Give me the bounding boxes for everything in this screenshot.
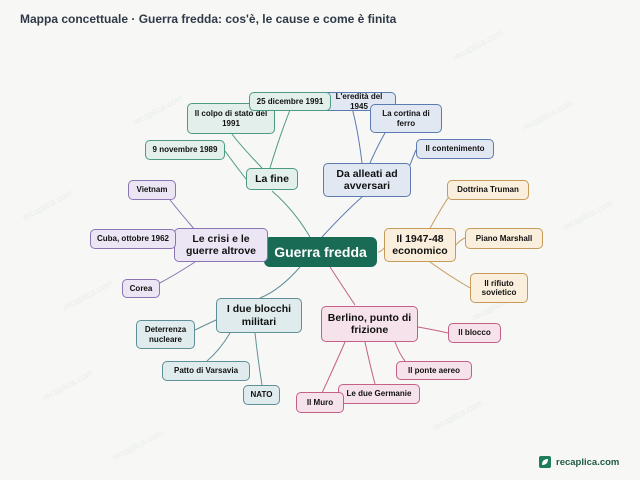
alleati-child[interactable]: Il contenimento: [416, 139, 494, 159]
edge-berlino-child-1: [417, 326, 449, 334]
edge-root-blocchi: [259, 266, 301, 299]
berlino-child[interactable]: Il Muro: [296, 392, 344, 413]
leaf-icon: [539, 456, 551, 468]
edge-root-economico: [377, 247, 385, 253]
edge-root-alleati: [321, 196, 363, 238]
edge-alleati-child-2: [369, 132, 386, 164]
edge-berlino-child-3: [364, 341, 376, 385]
blocchi-child[interactable]: NATO: [243, 385, 280, 405]
economico-child[interactable]: Il rifiuto sovietico: [470, 273, 528, 303]
brand-logo[interactable]: recaplica.com: [539, 456, 619, 468]
alleati-child[interactable]: La cortina di ferro: [370, 104, 442, 133]
edge-blocchi-child-2: [206, 332, 231, 362]
edge-root-berlino: [329, 266, 356, 306]
economico-child[interactable]: Dottrina Truman: [447, 180, 529, 200]
edge-economico-child-2: [455, 237, 466, 246]
blocchi-child[interactable]: Patto di Varsavia: [162, 361, 250, 381]
edge-economico-child-3: [429, 261, 471, 289]
brand-name: recaplica.com: [556, 456, 620, 468]
economico-child[interactable]: Piano Marshall: [465, 228, 543, 249]
branch-da-alleati-ad-avversari[interactable]: Da alleati ad avversari: [323, 163, 411, 197]
la-fine-child[interactable]: 25 dicembre 1991: [249, 92, 331, 111]
root-node[interactable]: Guerra fredda: [264, 237, 377, 267]
edge-alleati-child-1: [351, 107, 363, 164]
edge-la-fine-child-3: [224, 150, 247, 180]
edge-crisi-child-3: [157, 261, 196, 285]
edge-berlino-child-4: [321, 341, 346, 394]
edge-crisi-child-1: [169, 199, 196, 231]
edge-berlino-child-2: [394, 341, 406, 362]
la-fine-child[interactable]: 9 novembre 1989: [145, 140, 225, 160]
page-title: Mappa concettuale · Guerra fredda: cos'è…: [20, 12, 397, 26]
crisi-child[interactable]: Cuba, ottobre 1962: [90, 229, 176, 249]
branch-berlino-punto-di-frizione[interactable]: Berlino, punto di frizione: [321, 306, 418, 342]
crisi-child[interactable]: Corea: [122, 279, 160, 298]
edge-economico-child-1: [427, 197, 449, 233]
berlino-child[interactable]: Le due Germanie: [338, 384, 420, 404]
branch-la-fine[interactable]: La fine: [246, 168, 298, 190]
edge-la-fine-child-1: [269, 109, 291, 169]
branch-il-1947-48-economico[interactable]: Il 1947-48 economico: [384, 228, 456, 262]
branch-le-crisi-e-le-guerre-altrove[interactable]: Le crisi e le guerre altrove: [174, 228, 268, 262]
blocchi-child[interactable]: Deterrenza nucleare: [136, 320, 195, 349]
branch-i-due-blocchi-militari[interactable]: I due blocchi militari: [216, 298, 302, 333]
edge-blocchi-child-3: [254, 332, 263, 386]
edge-la-fine-child-2: [231, 133, 263, 169]
berlino-child[interactable]: Il ponte aereo: [396, 361, 472, 380]
berlino-child[interactable]: Il blocco: [448, 323, 501, 343]
crisi-child[interactable]: Vietnam: [128, 180, 176, 200]
edge-blocchi-child-1: [194, 319, 217, 331]
edge-alleati-child-3: [409, 149, 417, 166]
